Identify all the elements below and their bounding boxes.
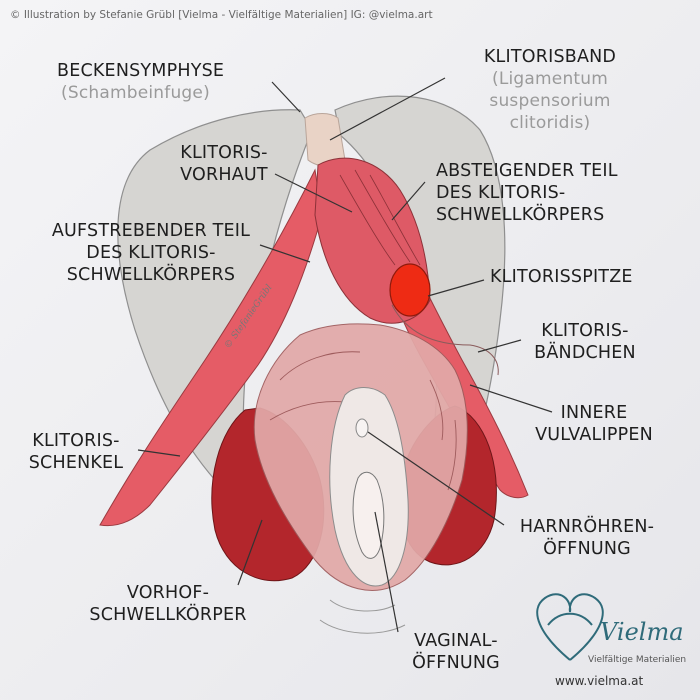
label-klitorisbaendchen: KLITORIS- BÄNDCHEN [534,321,636,363]
label-innere-vulvalippen: INNERE VULVALIPPEN [535,403,653,445]
label-klitorisschenkel: KLITORIS- SCHENKEL [28,431,124,473]
label-aufstrebender-teil: AUFSTREBENDER TEIL DES KLITORIS- SCHWELL… [51,221,251,285]
label-vorhofschwellkoerper: VORHOF- SCHWELLKÖRPER [89,583,247,625]
label-klitorisspitze: KLITORISSPITZE [490,267,633,287]
clitoral-crus-left [99,168,323,527]
hood-fold-lines [339,169,421,266]
vielma-logo-tagline: Vielfältige Materialien [588,655,687,665]
frenulum [391,304,499,376]
label-absteigender-teil: ABSTEIGENDER TEIL DES KLITORIS- SCHWELLK… [436,161,618,225]
vielma-logo-icon [536,593,604,661]
leader-lines [137,77,553,633]
urethral-opening [355,418,369,438]
clitoral-glans [389,263,431,317]
label-harnroehrenoeffnung: HARNRÖHREN- ÖFFNUNG [519,517,655,559]
vaginal-opening [352,471,385,559]
label-vaginaloeffnung: VAGINAL- ÖFFNUNG [412,631,500,673]
labia-fold-lines [269,351,457,491]
vielma-logo-text: Vielma [600,618,684,646]
label-klitorisband: KLITORISBAND (Ligamentum suspensorium cl… [483,47,617,133]
label-beckensymphyse: BECKENSYMPHYSE (Schambeinfuge) [57,61,225,103]
label-klitorisvorhaut: KLITORIS- VORHAUT [180,143,268,185]
vielma-url: www.vielma.at [555,674,644,688]
illustration-credit: © Illustration by Stefanie Grübl [Vielma… [10,9,433,21]
